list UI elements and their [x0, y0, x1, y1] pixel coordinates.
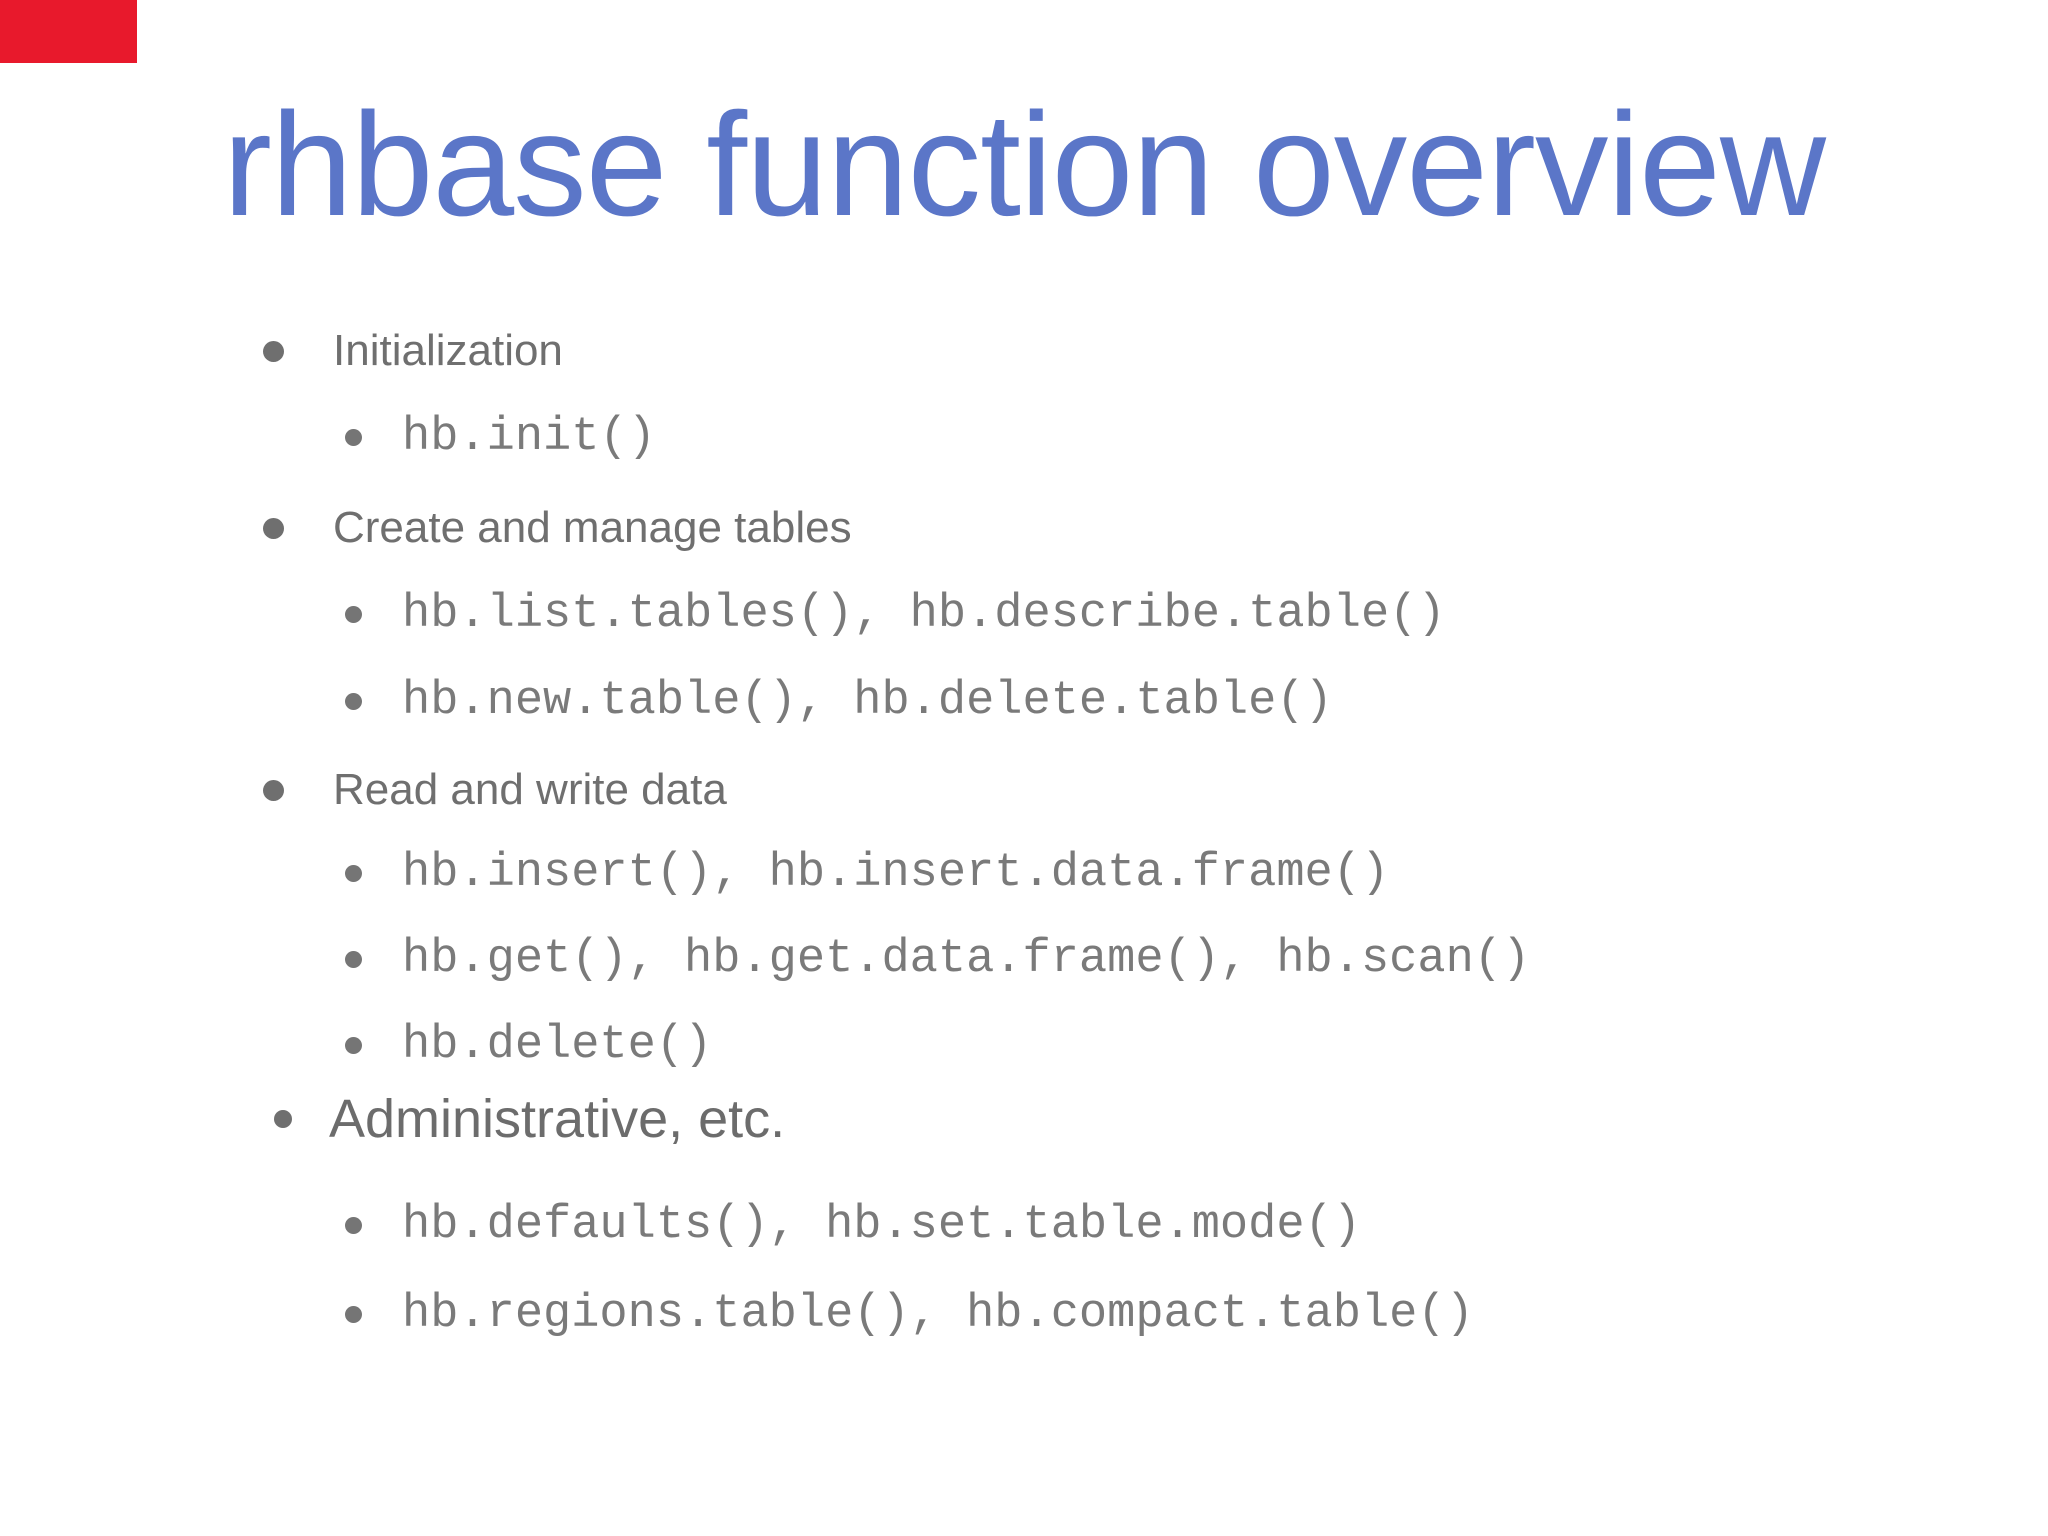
bullet-dot	[263, 517, 284, 539]
function-text: hb.defaults(), hb.set.table.mode()	[402, 1198, 1361, 1252]
bullet-dot	[274, 1110, 292, 1128]
bullet-dot	[345, 1305, 362, 1323]
function-list-item: hb.init()	[0, 393, 2048, 481]
function-text: hb.list.tables(), hb.describe.table()	[402, 587, 1446, 641]
bullet-dot	[345, 950, 362, 968]
function-text: hb.new.table(), hb.delete.table()	[402, 674, 1333, 728]
section-label-text: Initialization	[333, 326, 563, 375]
function-text: hb.regions.table(), hb.compact.table()	[402, 1287, 1474, 1341]
function-text: hb.init()	[402, 410, 656, 464]
section-label-create-manage-tables: Create and manage tables	[0, 484, 2048, 572]
section-label-text: Create and manage tables	[333, 503, 852, 552]
function-text: hb.delete()	[402, 1018, 713, 1072]
bullet-dot	[345, 692, 362, 710]
function-list-item: hb.list.tables(), hb.describe.table()	[0, 570, 2048, 658]
function-text: hb.insert(), hb.insert.data.frame()	[402, 846, 1390, 900]
function-list-item: hb.delete()	[0, 1001, 2048, 1089]
bullet-dot	[263, 340, 284, 362]
bullet-dot	[345, 1216, 362, 1234]
function-list-item: hb.defaults(), hb.set.table.mode()	[0, 1181, 2048, 1269]
function-text: hb.get(), hb.get.data.frame(), hb.scan()	[402, 932, 1531, 986]
function-list-item: hb.insert(), hb.insert.data.frame()	[0, 829, 2048, 917]
function-list-item: hb.new.table(), hb.delete.table()	[0, 657, 2048, 745]
bullet-dot	[345, 428, 362, 446]
section-label-administrative: Administrative, etc.	[0, 1075, 2048, 1163]
red-corner-marker	[0, 0, 137, 63]
bullet-dot	[345, 605, 362, 623]
function-list-item: hb.regions.table(), hb.compact.table()	[0, 1270, 2048, 1358]
section-label-text: Administrative, etc.	[329, 1089, 786, 1149]
bullet-dot	[345, 1036, 362, 1054]
slide-title: rhbase function overview	[222, 83, 1826, 247]
section-label-read-write-data: Read and write data	[0, 746, 2048, 834]
section-label-text: Read and write data	[333, 765, 727, 814]
function-list-item: hb.get(), hb.get.data.frame(), hb.scan()	[0, 915, 2048, 1003]
bullet-dot	[263, 779, 284, 801]
section-label-initialization: Initialization	[0, 307, 2048, 395]
bullet-dot	[345, 864, 362, 882]
